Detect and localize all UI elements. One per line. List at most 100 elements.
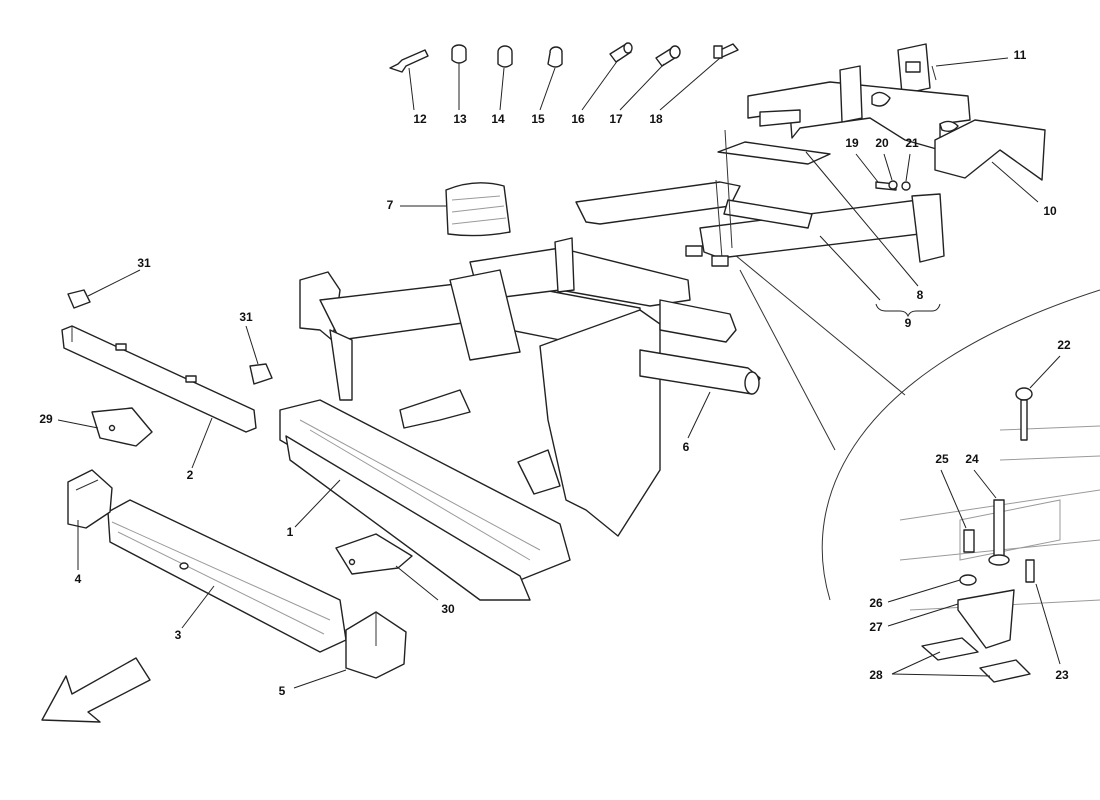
leader-17 — [619, 63, 665, 111]
part-9-subframe — [575, 129, 945, 267]
part-8-plate — [717, 141, 831, 165]
part-28-shims — [921, 637, 1031, 683]
leader-19 — [855, 153, 879, 183]
callout-3: 3 — [175, 628, 182, 642]
leader-26 — [887, 579, 961, 603]
leader-5 — [293, 669, 347, 689]
detail-leader-a — [739, 269, 836, 451]
leader-16 — [581, 59, 619, 111]
callout-21: 21 — [905, 136, 919, 150]
callout-15: 15 — [531, 112, 545, 126]
leader-12 — [408, 67, 415, 111]
direction-arrow-icon — [41, 657, 151, 723]
fastener-13-plug — [451, 44, 467, 64]
callout-24: 24 — [965, 452, 979, 466]
fastener-18-screw — [713, 43, 739, 59]
leader-22 — [1029, 355, 1061, 389]
callout-18: 18 — [649, 112, 663, 126]
fastener-16-plug — [609, 42, 633, 63]
part-4-bracket — [67, 469, 113, 529]
leader-31a — [87, 269, 141, 297]
part-29-bracket — [91, 407, 153, 447]
callout-7: 7 — [387, 198, 394, 212]
callout-5: 5 — [279, 684, 286, 698]
leader-21 — [905, 153, 911, 182]
part-7-pad — [445, 182, 511, 237]
detail-circle-arc — [821, 289, 1100, 601]
callout-29: 29 — [39, 412, 53, 426]
part-1-frame — [279, 237, 691, 601]
callout-12: 12 — [413, 112, 427, 126]
fastener-15-plug — [547, 46, 563, 68]
brace-9 — [875, 303, 941, 318]
callout-30: 30 — [441, 602, 455, 616]
fastener-23-screw — [1025, 559, 1035, 583]
leader-11 — [935, 57, 1009, 67]
leader-6 — [687, 391, 711, 439]
leader-30 — [395, 565, 439, 601]
leader-1 — [294, 479, 341, 528]
callout-31a: 31 — [137, 256, 151, 270]
callout-25: 25 — [935, 452, 949, 466]
callout-26: 26 — [869, 596, 883, 610]
callout-10: 10 — [1043, 204, 1057, 218]
callout-4: 4 — [75, 572, 82, 586]
callout-14: 14 — [491, 112, 505, 126]
callout-31b: 31 — [239, 310, 253, 324]
callout-22: 22 — [1057, 338, 1071, 352]
part-6-tube — [639, 349, 761, 395]
leader-27 — [887, 603, 959, 627]
leader-31b — [245, 325, 259, 365]
callout-8: 8 — [917, 288, 924, 302]
fastener-24-bolt — [988, 499, 1010, 566]
part-27-plate — [957, 589, 1015, 649]
leader-20 — [883, 153, 893, 181]
part-31-clip-a — [67, 289, 91, 309]
leader-10 — [991, 161, 1039, 203]
callout-17: 17 — [609, 112, 623, 126]
callout-19: 19 — [845, 136, 859, 150]
leader-3 — [181, 585, 215, 629]
callout-9: 9 — [905, 316, 912, 330]
part-3-sill — [107, 499, 347, 653]
part-30-bracket — [335, 533, 413, 575]
leader-2 — [191, 417, 213, 469]
part-2-rail — [61, 325, 257, 433]
leader-28a — [891, 651, 941, 675]
callout-1: 1 — [287, 525, 294, 539]
callout-27: 27 — [869, 620, 883, 634]
callout-6: 6 — [683, 440, 690, 454]
leader-24 — [973, 469, 997, 499]
callout-20: 20 — [875, 136, 889, 150]
part-5-endcap — [345, 611, 407, 679]
leader-29 — [57, 419, 99, 429]
part-6-upper-tube — [659, 299, 737, 343]
leader-9 — [819, 235, 881, 301]
fastener-22-screw — [1015, 387, 1033, 441]
detail-leader-b — [734, 254, 906, 396]
leader-25 — [940, 469, 967, 529]
fastener-26-washer — [959, 574, 977, 586]
fastener-17-plug — [655, 45, 681, 67]
fastener-20-nut — [888, 180, 898, 190]
leader-28b — [891, 673, 991, 677]
callout-2: 2 — [187, 468, 194, 482]
part-11-bracket — [897, 43, 937, 95]
callout-11: 11 — [1014, 48, 1027, 62]
part-31-clip-b — [249, 363, 273, 385]
callout-labels: 1 2 3 4 5 6 7 8 9 10 11 12 13 14 15 16 1… — [39, 48, 1071, 698]
fastener-25-screw — [963, 529, 975, 553]
callout-28: 28 — [869, 668, 883, 682]
fastener-21-washer — [901, 181, 911, 191]
callout-23: 23 — [1055, 668, 1069, 682]
fastener-14-plug — [497, 45, 513, 68]
callout-13: 13 — [453, 112, 467, 126]
leader-15 — [539, 67, 556, 111]
part-10-crossmember — [747, 65, 1046, 181]
leader-23 — [1035, 583, 1061, 665]
callout-16: 16 — [571, 112, 585, 126]
leader-18 — [659, 57, 721, 111]
fastener-12-rivet — [389, 49, 429, 73]
leader-8 — [805, 151, 919, 287]
